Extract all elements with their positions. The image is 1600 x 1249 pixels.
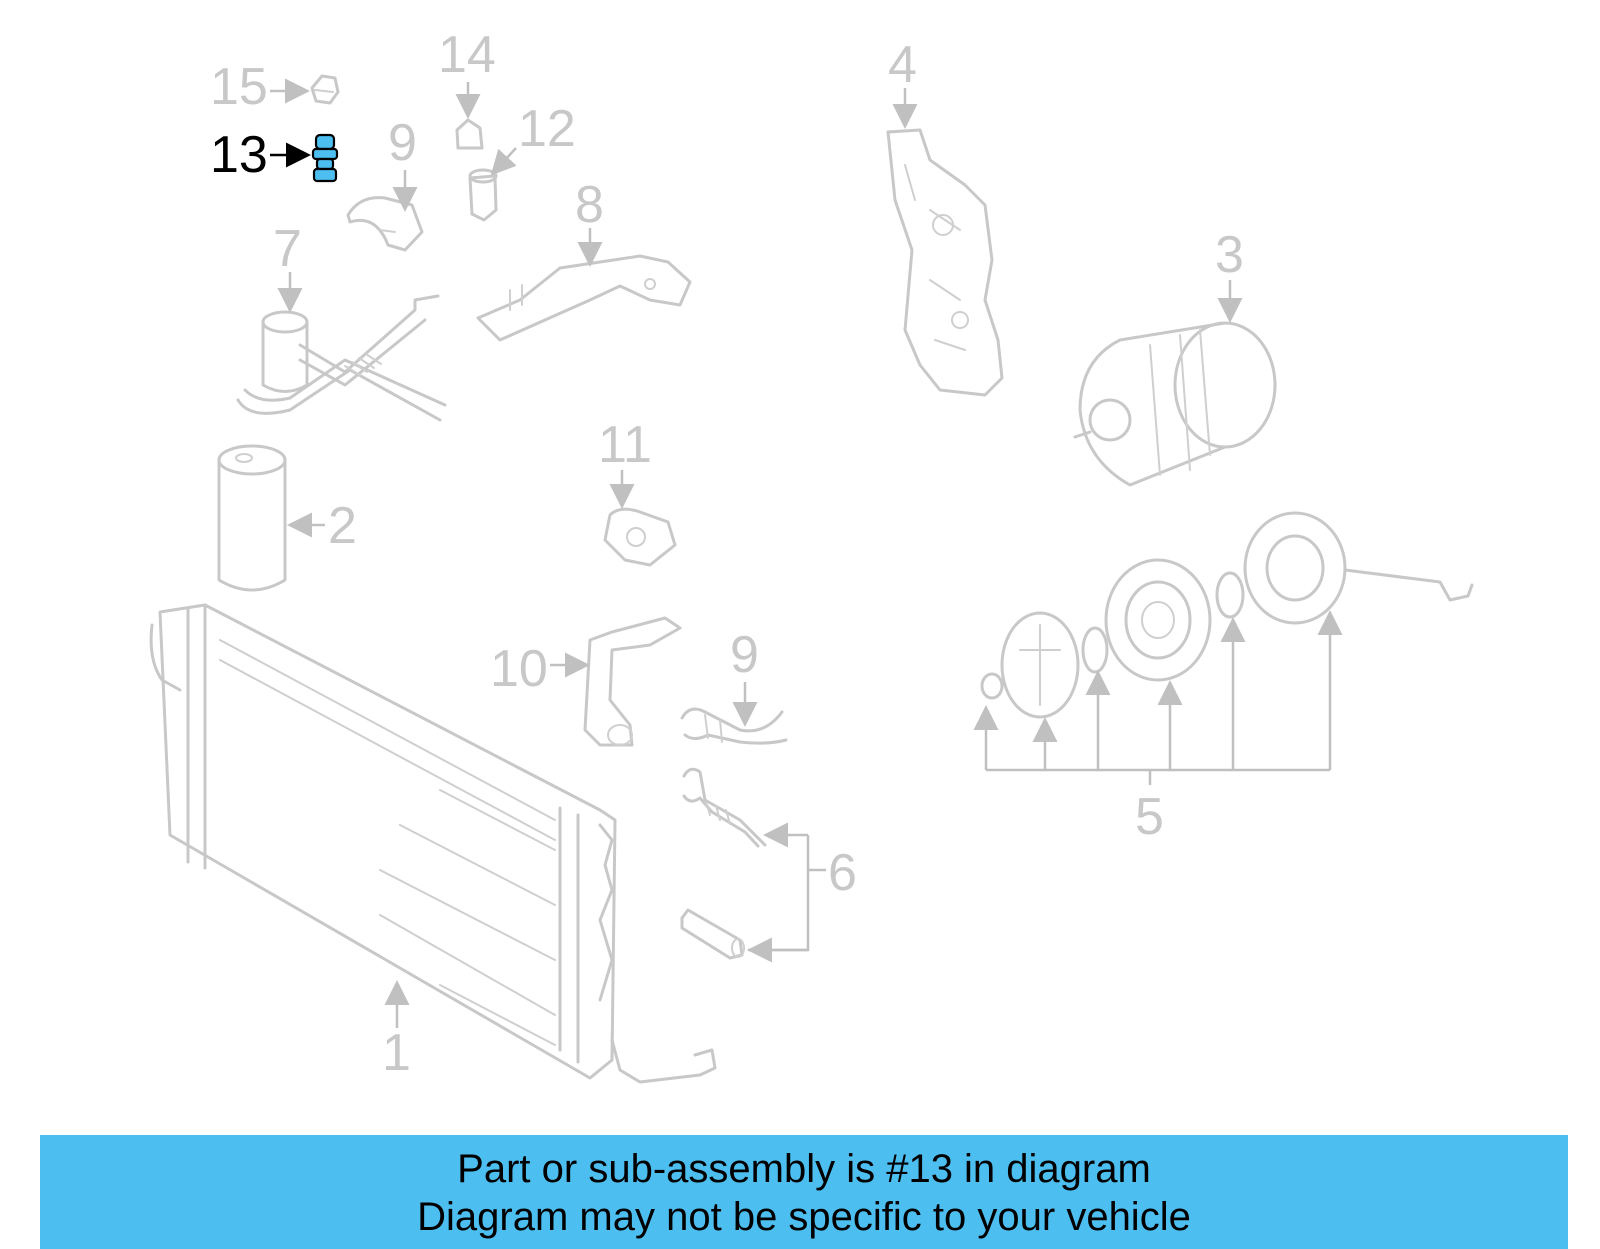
callout-12: 12 <box>518 100 576 158</box>
callout-13: 13 <box>210 126 268 184</box>
callout-11: 11 <box>598 416 652 474</box>
banner-line-1: Part or sub-assembly is #13 in diagram <box>457 1147 1151 1191</box>
callout-14: 14 <box>438 26 496 84</box>
part-1-condenser[interactable] <box>149 603 717 1084</box>
banner-line-2: Diagram may not be specific to your vehi… <box>417 1195 1191 1239</box>
callout-5: 5 <box>1135 788 1164 846</box>
part-2-receiver-drier[interactable] <box>217 444 287 592</box>
part-8-bracket[interactable] <box>476 254 692 342</box>
callout-3: 3 <box>1215 226 1244 284</box>
part-6-hose-assembly[interactable] <box>680 767 826 963</box>
callout-10: 10 <box>490 640 548 698</box>
callout-9a: 9 <box>388 114 417 172</box>
part-13-pressure-switch[interactable] <box>311 133 339 183</box>
part-10-mount-bracket[interactable] <box>583 616 682 747</box>
callout-2: 2 <box>328 497 357 555</box>
callout-7: 7 <box>273 220 302 278</box>
bracket-6 <box>748 835 810 952</box>
callout-4: 4 <box>888 36 917 94</box>
callout-9b: 9 <box>730 626 759 684</box>
part-7-accumulator-hose[interactable] <box>236 294 447 422</box>
part-9-clamp-upper[interactable] <box>346 196 424 252</box>
part-9-clamp-lower[interactable] <box>680 707 788 745</box>
callout-6: 6 <box>828 844 857 902</box>
callout-8: 8 <box>575 176 604 234</box>
parts-diagram: 15 13 14 12 9 7 <box>149 26 1474 1084</box>
callout-1: 1 <box>382 1024 411 1082</box>
part-5-clutch-assembly[interactable] <box>973 511 1474 785</box>
part-4-compressor-bracket[interactable] <box>886 128 1004 397</box>
info-banner: Part or sub-assembly is #13 in diagram D… <box>40 1135 1568 1249</box>
part-3-compressor[interactable] <box>1073 321 1277 487</box>
part-12-valve[interactable] <box>468 168 498 222</box>
part-15-nut[interactable] <box>310 74 340 105</box>
callout-15: 15 <box>210 58 268 116</box>
part-14-cap[interactable] <box>455 118 484 150</box>
arrow-12 <box>490 147 517 176</box>
part-11-grommet[interactable] <box>603 507 677 567</box>
